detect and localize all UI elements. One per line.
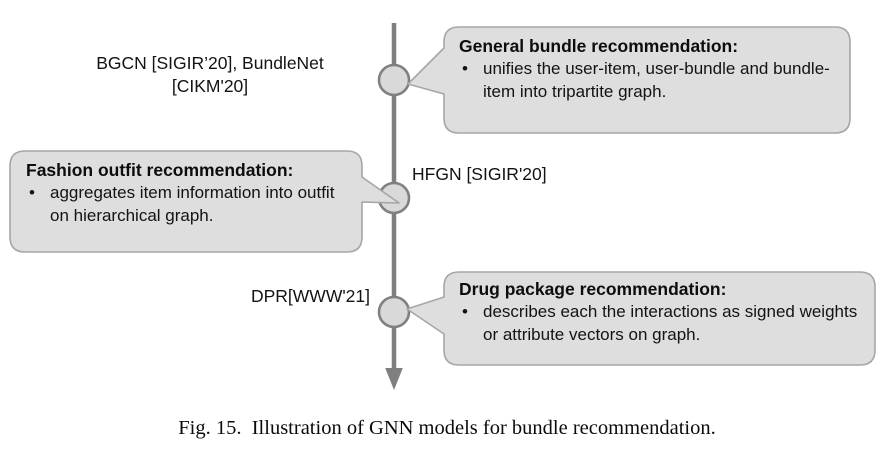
figure-caption-number: Fig. 15. bbox=[178, 417, 242, 439]
callout-general-bullet-item: • unifies the user-item, user-bundle and… bbox=[459, 57, 851, 103]
callout-drug-content: Drug package recommendation: • describes… bbox=[459, 278, 874, 346]
bullet-dot-icon: • bbox=[29, 183, 35, 202]
callout-fashion-bullet-item: • aggregates item information into outfi… bbox=[26, 181, 358, 227]
callout-general-shape bbox=[407, 26, 851, 134]
model-label-bgcn: BGCN [SIGIR’20], BundleNet [CIKM'20] bbox=[96, 53, 324, 96]
callout-general-bullet-list: • unifies the user-item, user-bundle and… bbox=[459, 57, 851, 103]
figure-caption: Fig. 15. Illustration of GNN models for … bbox=[0, 414, 894, 442]
callout-drug-bullet-item: • describes each the interactions as sig… bbox=[459, 300, 874, 346]
callout-fashion-title: Fashion outfit recommendation: bbox=[26, 160, 294, 180]
model-label-dpr: DPR[WWW'21] bbox=[250, 286, 370, 306]
callout-drug-bullet-text: describes each the interactions as signe… bbox=[483, 302, 858, 344]
timeline-node-1[interactable] bbox=[377, 63, 411, 97]
callout-drug-balloon bbox=[406, 271, 876, 366]
callout-fashion-shape bbox=[9, 150, 400, 253]
callout-general-balloon bbox=[407, 26, 851, 134]
figure-canvas: BGCN [SIGIR’20], BundleNet [CIKM'20] HFG… bbox=[6, 22, 882, 390]
callout-drug-bullet-list: • describes each the interactions as sig… bbox=[459, 300, 874, 346]
callout-drug-title: Drug package recommendation: bbox=[459, 279, 727, 299]
figure-caption-text: Illustration of GNN models for bundle re… bbox=[251, 417, 716, 439]
callout-general-bundle-recommendation[interactable]: General bundle recommendation: • unifies… bbox=[407, 22, 857, 142]
callout-general-content: General bundle recommendation: • unifies… bbox=[459, 35, 851, 103]
callout-fashion-bullet-list: • aggregates item information into outfi… bbox=[26, 181, 358, 227]
timeline-node-3[interactable] bbox=[377, 295, 411, 329]
callout-fashion-content: Fashion outfit recommendation: • aggrega… bbox=[26, 159, 358, 227]
callout-general-bullet-text: unifies the user-item, user-bundle and b… bbox=[483, 59, 830, 101]
axis-arrowhead bbox=[385, 368, 403, 390]
callout-drug-shape bbox=[406, 271, 876, 366]
bullet-dot-icon: • bbox=[462, 302, 468, 321]
callout-fashion-bullet-text: aggregates item information into outfit … bbox=[50, 183, 335, 225]
callout-drug-package-recommendation[interactable]: Drug package recommendation: • describes… bbox=[406, 268, 882, 370]
callout-fashion-balloon bbox=[9, 150, 400, 253]
bullet-dot-icon: • bbox=[462, 59, 468, 78]
callout-fashion-outfit-recommendation[interactable]: Fashion outfit recommendation: • aggrega… bbox=[6, 146, 400, 258]
model-label-hfgn: HFGN [SIGIR'20] bbox=[412, 164, 547, 184]
callout-general-title: General bundle recommendation: bbox=[459, 36, 739, 56]
